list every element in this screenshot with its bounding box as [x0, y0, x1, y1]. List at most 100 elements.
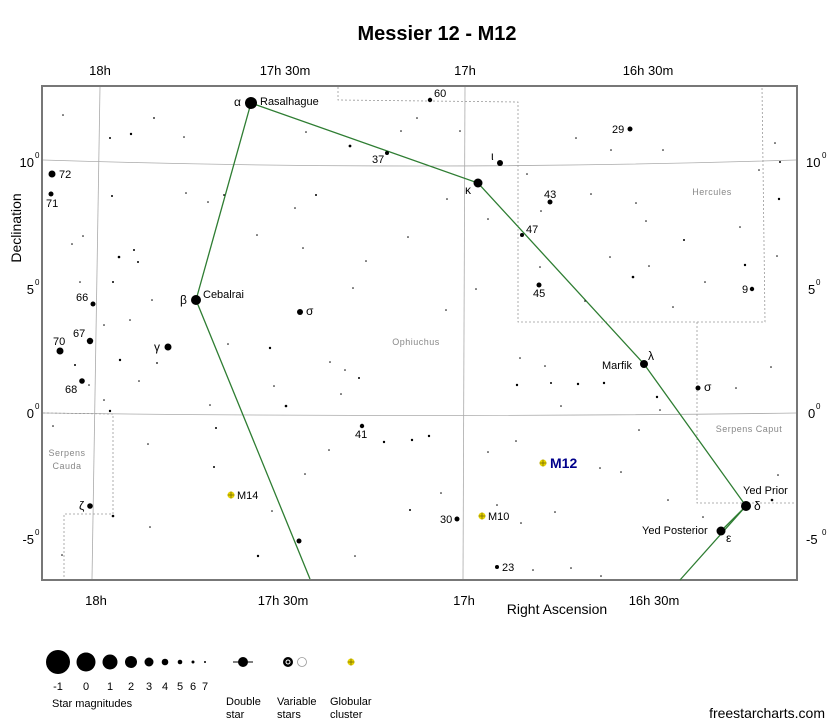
label-cebalrai: Cebalrai — [203, 289, 244, 301]
map-area: Hercules Ophiuchus Serpens Caput Serpens… — [41, 85, 798, 581]
star-29 — [627, 126, 633, 132]
star-66 — [90, 301, 96, 307]
ra-bottom-label: 17h — [453, 593, 475, 608]
label-marfik: Marfik — [602, 360, 632, 372]
dec-labels-right: 10 0 5 0 0 0 -5 0 — [806, 151, 827, 547]
ra-top-label: 17h 30m — [260, 63, 311, 78]
ra-bottom-label: 18h — [85, 593, 107, 608]
star-unlabeled — [296, 538, 302, 544]
label-47: 47 — [526, 224, 538, 236]
label-9: 9 — [742, 284, 748, 296]
globular-cluster-legend-icon — [347, 658, 355, 666]
star-70 — [56, 347, 64, 355]
dec-label: 10 — [806, 155, 820, 170]
globular-cluster-label: Globular — [330, 696, 372, 708]
faint-stars — [52, 114, 781, 577]
star-37 — [385, 151, 389, 155]
cluster-m14 — [227, 491, 235, 499]
dec-label-sup: 0 — [822, 528, 827, 537]
label-rasalhague: Rasalhague — [260, 96, 319, 108]
y-axis-label: Declination — [8, 193, 24, 262]
dec-label: -5 — [22, 532, 34, 547]
dec-label-sup: 0 — [816, 278, 821, 287]
star-iota-her — [497, 160, 503, 166]
star-gamma-oph — [164, 343, 172, 351]
star-72 — [48, 170, 56, 178]
label-71: 71 — [46, 198, 58, 210]
variable-star-icon — [283, 657, 307, 667]
magnitude-label: 0 — [83, 681, 89, 693]
label-68: 68 — [65, 384, 77, 396]
greek-gamma: γ — [154, 340, 160, 354]
greek-iota: ι — [491, 149, 494, 163]
constellation-name-serpens-cauda: Cauda — [52, 461, 81, 471]
label-m10: M10 — [488, 511, 509, 523]
magnitude-label: -1 — [53, 681, 63, 693]
label-60: 60 — [434, 88, 446, 100]
magnitude-label: 4 — [162, 681, 168, 693]
globular-cluster-label: cluster — [330, 709, 363, 721]
star-sigma-ser — [695, 385, 701, 391]
dec-label-sup: 0 — [35, 528, 40, 537]
magnitudes-caption: Star magnitudes — [52, 698, 133, 710]
dec-label: 5 — [27, 282, 34, 297]
dec-label-sup: 0 — [816, 402, 821, 411]
label-45: 45 — [533, 288, 545, 300]
cluster-m10 — [478, 512, 486, 520]
double-star-label: Double — [226, 696, 261, 708]
star-marfik — [640, 360, 648, 368]
star-41 — [359, 423, 365, 429]
coordinate-grid — [42, 86, 797, 580]
label-29: 29 — [612, 124, 624, 136]
greek-sigma-oph: σ — [306, 304, 314, 318]
star-kappa-oph — [473, 178, 483, 188]
magnitude-label: 5 — [177, 681, 183, 693]
target-m12[interactable]: M12 — [539, 455, 578, 471]
ra-top-label: 17h — [454, 63, 476, 78]
chart-title: Messier 12 - M12 — [358, 23, 517, 45]
constellation-boundaries — [42, 86, 796, 579]
star-23 — [495, 565, 499, 569]
star-43 — [547, 199, 553, 205]
footer-credit[interactable]: freestarcharts.com — [709, 705, 825, 721]
dec-label: 0 — [27, 406, 34, 421]
constellation-name-ophiuchus: Ophiuchus — [392, 337, 440, 347]
label-23: 23 — [502, 562, 514, 574]
label-72: 72 — [59, 169, 71, 181]
legend: -1 0 1 2 3 4 5 6 7 Star magnitudes Doubl… — [46, 650, 372, 721]
ra-top-label: 18h — [89, 63, 111, 78]
greek-delta: δ — [754, 499, 761, 513]
constellation-name-serpens-caput: Serpens Caput — [716, 424, 783, 434]
double-star-icon — [233, 657, 253, 667]
label-m12: M12 — [550, 455, 577, 471]
dec-label: 0 — [808, 406, 815, 421]
constellation-name-serpens-cauda: Serpens — [48, 448, 85, 458]
greek-kappa: κ — [465, 183, 472, 197]
star-71 — [48, 191, 54, 197]
star-sigma-oph — [297, 309, 303, 315]
greek-alpha: α — [234, 95, 241, 109]
label-30: 30 — [440, 514, 452, 526]
magnitude-label: 3 — [146, 681, 152, 693]
label-67: 67 — [73, 328, 85, 340]
star-9 — [749, 286, 755, 292]
dec-label: -5 — [806, 532, 818, 547]
greek-beta: β — [180, 293, 187, 307]
variable-stars-label: stars — [277, 709, 301, 721]
labeled-stars — [48, 97, 755, 569]
label-m14: M14 — [237, 490, 258, 502]
star-yed-posterior — [716, 526, 726, 536]
double-star-label: star — [226, 709, 245, 721]
dec-label-sup: 0 — [35, 402, 40, 411]
star-47 — [520, 233, 524, 237]
magnitude-label: 6 — [190, 681, 196, 693]
star-30 — [454, 516, 460, 522]
map-frame — [41, 85, 798, 581]
constellation-name-hercules: Hercules — [692, 187, 732, 197]
greek-sigma-ser: σ — [704, 380, 712, 394]
label-37: 37 — [372, 154, 384, 166]
dec-label: 10 — [20, 155, 34, 170]
ra-top-label: 16h 30m — [623, 63, 674, 78]
label-66: 66 — [76, 292, 88, 304]
